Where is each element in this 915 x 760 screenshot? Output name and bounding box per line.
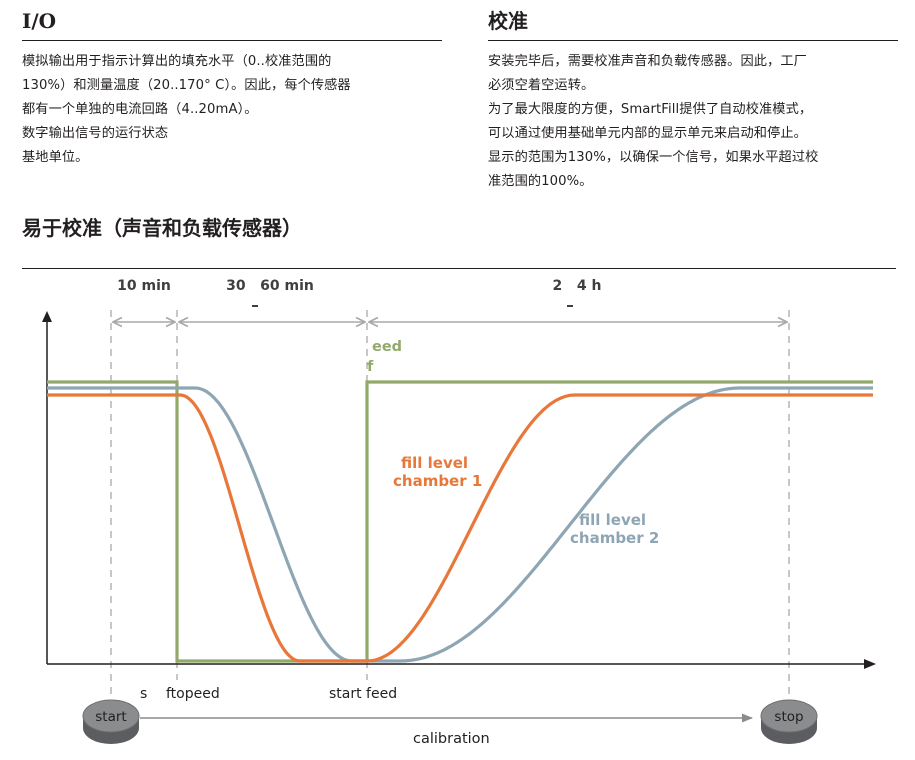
chamber1-label-line1: fill level (401, 454, 468, 472)
axes (42, 311, 876, 669)
io-body: 模拟输出用于指示计算出的填充水平（0..校准范围的 130%）和测量温度（20.… (22, 50, 442, 170)
start-button-top (82, 699, 140, 733)
duration-labels: 10 min 30 60 min 2 4 h (117, 278, 601, 294)
calibration-line: 可以通过使用基础单元内部的显示单元来启动和停止。 (488, 126, 807, 141)
start-button[interactable]: start (82, 699, 140, 744)
io-line: 模拟输出用于指示计算出的填充水平（0..校准范围的 (22, 54, 332, 69)
start-button-label: start (95, 709, 126, 725)
chamber1-label-line2: chamber 1 (393, 472, 482, 490)
calibration-line: 必须空着空运转。 (488, 78, 595, 93)
calibration-line: 安装完毕后，需要校准声音和负载传感器。因此，工厂 (488, 54, 807, 69)
dash-mark (567, 305, 573, 307)
feed-label-line2: f (367, 359, 374, 375)
chamber1-curve (47, 393, 873, 663)
io-section: I/O 模拟输出用于指示计算出的填充水平（0..校准范围的 130%）和测量温度… (22, 8, 442, 170)
stop-button-label: stop (774, 709, 803, 725)
calibration-line: 显示的范围为130%，以确保一个信号，如果水平超过校 (488, 150, 819, 165)
easy-calibration-title: 易于校准（声音和负载传感器） (22, 216, 302, 240)
duration-2-4h: 2 4 h (553, 278, 602, 294)
calibration-label: calibration (413, 731, 490, 747)
section-divider (22, 268, 896, 269)
chamber2-curve (47, 386, 873, 663)
y-axis-arrowhead (42, 311, 52, 322)
io-line: 都有一个单独的电流回路（4..20mA）。 (22, 102, 258, 117)
chamber2-label-line2: chamber 2 (570, 529, 659, 547)
io-line: 基地单位。 (22, 150, 89, 165)
io-line: 130%）和测量温度（20..170° C）。因此，每个传感器 (22, 78, 351, 93)
calibration-line: 为了最大限度的方便，SmartFill提供了自动校准模式， (488, 102, 813, 117)
stop-feed-label: ftopeed (166, 686, 220, 702)
io-title: I/O (22, 8, 442, 41)
duration-30-60min: 30 60 min (226, 278, 314, 294)
io-line: 数字输出信号的运行状态 (22, 126, 169, 141)
stop-button-top (760, 699, 818, 733)
time-guides (110, 310, 790, 700)
calibration-line: 准范围的100%。 (488, 174, 593, 189)
calibration-body: 安装完毕后，需要校准声音和负载传感器。因此，工厂 必须空着空运转。 为了最大限度… (488, 50, 898, 194)
feed-label: eed f (367, 339, 402, 375)
chamber2-label: fill level chamber 2 (570, 511, 659, 547)
stop-button[interactable]: stop (760, 699, 818, 744)
chamber1-label: fill level chamber 1 (393, 454, 482, 490)
duration-10min: 10 min (117, 278, 171, 294)
feed-curve (47, 380, 873, 663)
calibration-section: 校准 安装完毕后，需要校准声音和负载传感器。因此，工厂 必须空着空运转。 为了最… (488, 8, 898, 194)
feed-label-line1: eed (372, 339, 402, 355)
dash-mark (252, 305, 258, 307)
x-axis-arrowhead (864, 659, 876, 669)
chamber2-label-line1: fill level (579, 511, 646, 529)
stop-feed-label-s: s (140, 686, 147, 702)
start-feed-label: start feed (329, 686, 397, 702)
event-labels: s ftopeed start feed (140, 686, 397, 702)
calibration-title: 校准 (488, 8, 898, 41)
